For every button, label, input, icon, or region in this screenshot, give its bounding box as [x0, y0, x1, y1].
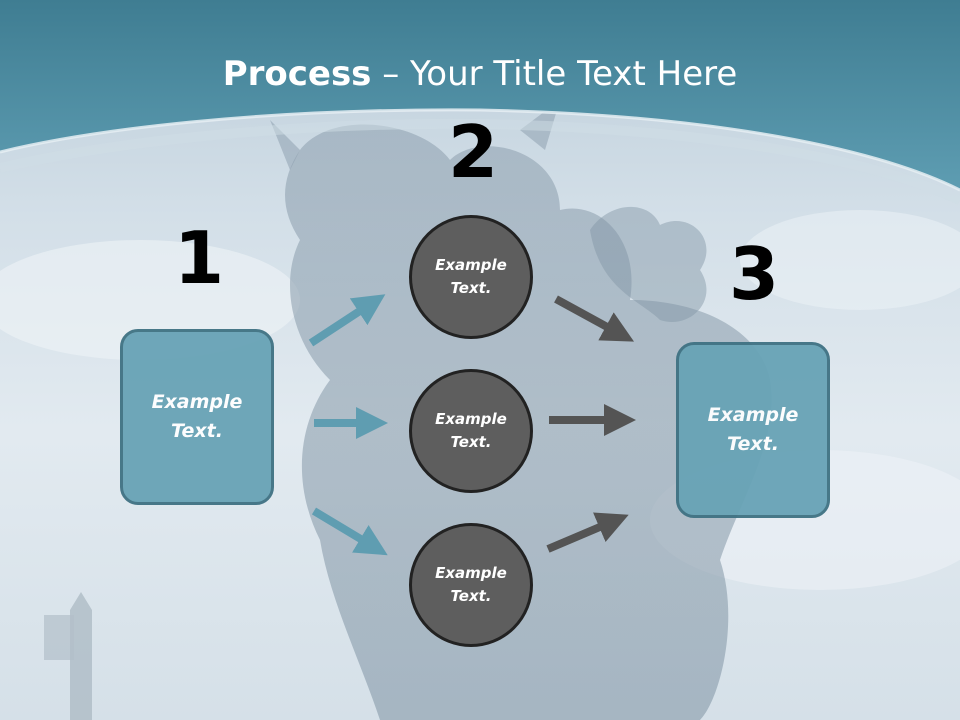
circle-bottom-line-1: Example — [435, 564, 507, 582]
step-3-line-1: Example — [707, 404, 799, 426]
step-1-box: Example Text. — [120, 329, 274, 505]
title-rest: – Your Title Text Here — [371, 54, 738, 94]
arrow-bottom-to-right — [546, 512, 629, 553]
circle-bottom-line-2: Text. — [450, 587, 492, 605]
step-1-line-1: Example — [151, 391, 243, 413]
arrow-left-to-top — [308, 294, 386, 347]
step-1-line-2: Text. — [171, 420, 223, 442]
step-3-line-2: Text. — [727, 433, 779, 455]
arrow-top-to-right — [554, 295, 635, 342]
circle-middle-line-1: Example — [435, 410, 507, 428]
circle-top-line-2: Text. — [450, 279, 492, 297]
step-number-3: 3 — [728, 232, 780, 316]
circle-bottom: Example Text. — [409, 523, 533, 647]
circle-middle-line-2: Text. — [450, 433, 492, 451]
slide-title: Process – Your Title Text Here — [0, 52, 960, 96]
circle-top-line-1: Example — [435, 256, 507, 274]
step-3-box: Example Text. — [676, 342, 830, 518]
step-number-1: 1 — [173, 216, 225, 300]
title-bold: Process — [222, 54, 372, 94]
step-number-2: 2 — [447, 110, 499, 194]
circle-top: Example Text. — [409, 215, 533, 339]
circle-middle: Example Text. — [409, 369, 533, 493]
arrow-left-to-bottom — [311, 507, 388, 556]
